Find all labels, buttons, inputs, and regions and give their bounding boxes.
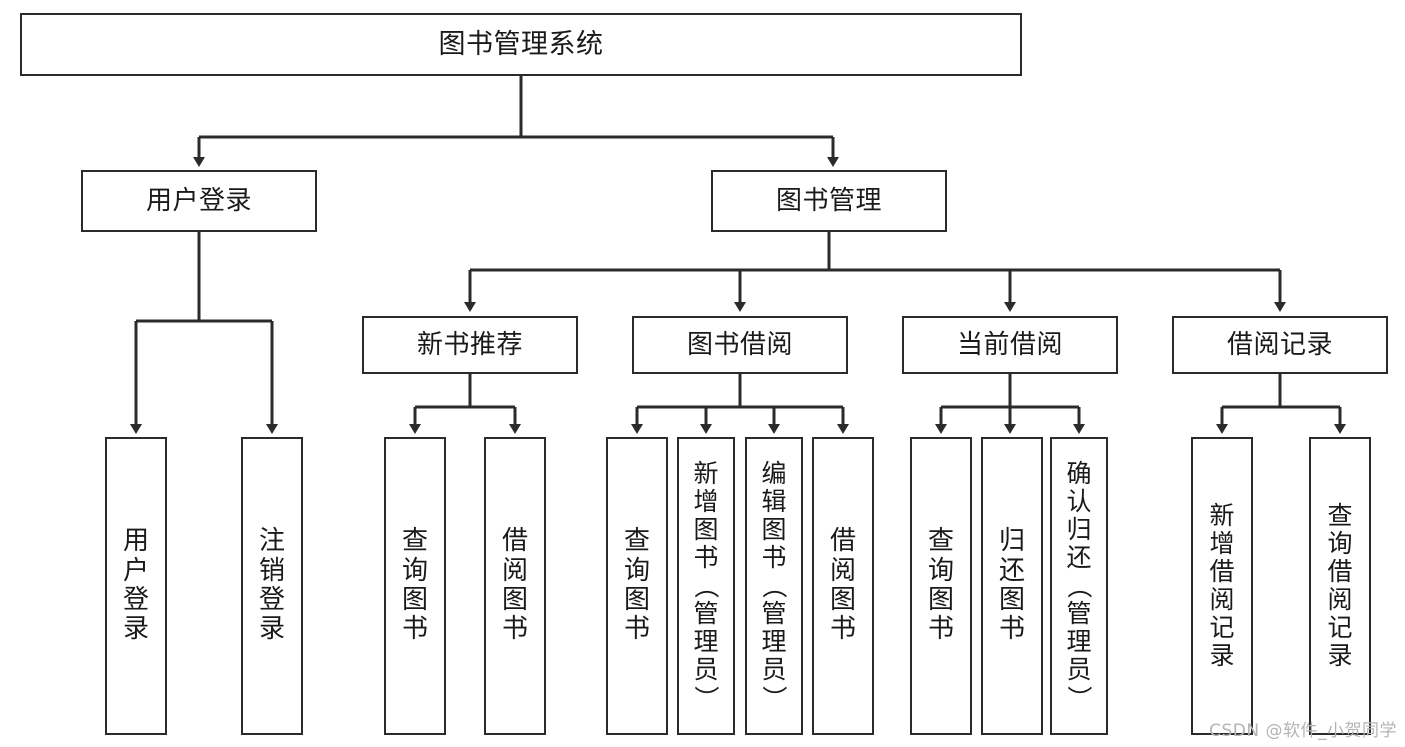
node-new-book-recommend-label: 新书推荐 [416,330,523,360]
leaf-current-borrow-query-book[interactable]: 查询图书 [910,437,972,735]
leaf-book-borrow-add-book[interactable]: 新增图书（管理员） [677,437,735,735]
leaf-book-borrow-borrow-book-label: 借阅图书 [829,526,856,645]
leaf-user-login-logout[interactable]: 注销登录 [241,437,303,735]
leaf-borrow-record-query-record[interactable]: 查询借阅记录 [1309,437,1371,735]
leaf-borrow-record-query-record-label: 查询借阅记录 [1327,501,1353,670]
node-user-login[interactable]: 用户登录 [81,170,317,232]
node-book-borrow[interactable]: 图书借阅 [632,316,848,374]
node-borrow-record[interactable]: 借阅记录 [1172,316,1388,374]
leaf-current-borrow-confirm-return[interactable]: 确认归还（管理员） [1050,437,1108,735]
node-root-label: 图书管理系统 [438,29,604,60]
node-book-management[interactable]: 图书管理 [711,170,947,232]
leaf-book-borrow-edit-book-label: 编辑图书（管理员） [759,459,789,711]
leaf-new-book-query-book-label: 查询图书 [401,526,428,645]
leaf-new-book-borrow-book[interactable]: 借阅图书 [484,437,546,735]
leaf-user-login-login[interactable]: 用户登录 [105,437,167,735]
node-new-book-recommend[interactable]: 新书推荐 [362,316,578,374]
node-current-borrow[interactable]: 当前借阅 [902,316,1118,374]
leaf-new-book-query-book[interactable]: 查询图书 [384,437,446,735]
csdn-watermark: CSDN @软件_小贺同学 [1209,721,1397,741]
leaf-current-borrow-return-book[interactable]: 归还图书 [981,437,1043,735]
leaf-current-borrow-return-book-label: 归还图书 [998,526,1025,645]
node-root-book-management-system[interactable]: 图书管理系统 [20,13,1022,76]
node-book-borrow-label: 图书借阅 [686,330,793,360]
leaf-book-borrow-edit-book[interactable]: 编辑图书（管理员） [745,437,803,735]
leaf-current-borrow-confirm-return-label: 确认归还（管理员） [1064,459,1094,711]
leaf-new-book-borrow-book-label: 借阅图书 [501,526,528,645]
leaf-book-borrow-add-book-label: 新增图书（管理员） [691,459,721,711]
leaf-current-borrow-query-book-label: 查询图书 [927,526,954,645]
node-borrow-record-label: 借阅记录 [1226,330,1333,360]
leaf-book-borrow-borrow-book[interactable]: 借阅图书 [812,437,874,735]
leaf-user-login-login-label: 用户登录 [122,526,149,645]
node-current-borrow-label: 当前借阅 [956,330,1063,360]
leaf-borrow-record-add-record[interactable]: 新增借阅记录 [1191,437,1253,735]
leaf-book-borrow-query-book-label: 查询图书 [623,526,650,645]
leaf-borrow-record-add-record-label: 新增借阅记录 [1209,501,1235,670]
leaf-user-login-logout-label: 注销登录 [258,526,285,645]
node-book-management-label: 图书管理 [775,186,882,216]
node-user-login-label: 用户登录 [145,186,252,216]
leaf-book-borrow-query-book[interactable]: 查询图书 [606,437,668,735]
